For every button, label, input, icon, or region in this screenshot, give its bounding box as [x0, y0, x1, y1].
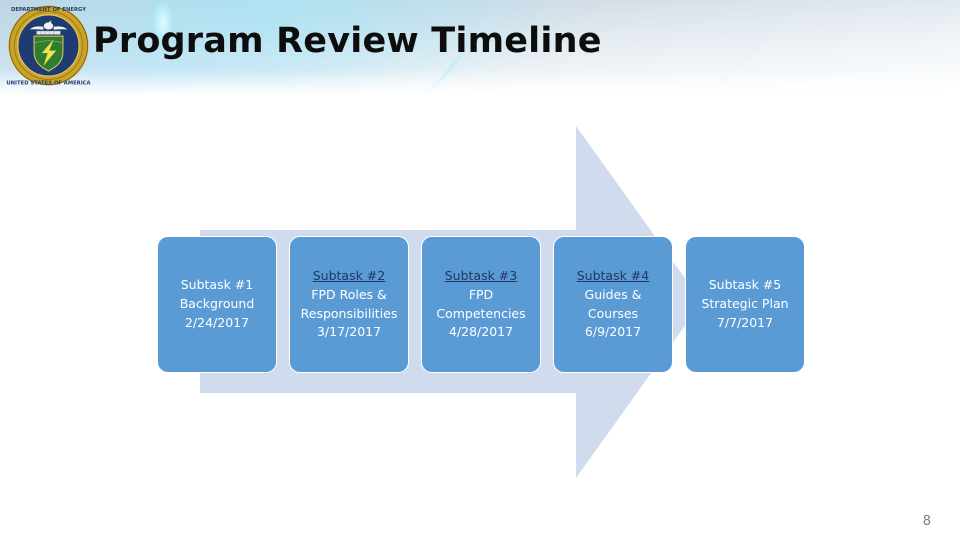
step-2-description-line2: Responsibilities — [300, 305, 398, 321]
step-3-title[interactable]: Subtask #3 — [444, 267, 518, 283]
step-4-description-line1: Guides & — [584, 286, 642, 302]
step-5-description: Strategic Plan — [701, 296, 789, 312]
step-1-description: Background — [179, 296, 255, 312]
timeline-step-4[interactable]: Subtask #4 Guides & Courses 6/9/2017 — [553, 236, 673, 373]
step-3-description-line2: Competencies — [436, 305, 526, 321]
step-2-description-line1: FPD Roles & — [311, 286, 387, 302]
step-2-date: 3/17/2017 — [316, 324, 382, 340]
step-5-date: 7/7/2017 — [716, 314, 774, 330]
svg-text:UNITED STATES OF AMERICA: UNITED STATES OF AMERICA — [6, 81, 91, 87]
timeline-step-2[interactable]: Subtask #2 FPD Roles & Responsibilities … — [289, 236, 409, 373]
step-1-title: Subtask #1 — [180, 277, 254, 293]
step-4-date: 6/9/2017 — [584, 324, 642, 340]
timeline-step-1[interactable]: Subtask #1 Background 2/24/2017 — [157, 236, 277, 373]
step-3-date: 4/28/2017 — [448, 324, 514, 340]
step-4-description-line2: Courses — [587, 305, 639, 321]
step-5-title: Subtask #5 — [708, 277, 782, 293]
page-number: 8 — [922, 514, 931, 529]
header-light-glow — [150, 0, 176, 50]
step-2-title[interactable]: Subtask #2 — [312, 267, 386, 283]
timeline-step-3[interactable]: Subtask #3 FPD Competencies 4/28/2017 — [421, 236, 541, 373]
step-1-date: 2/24/2017 — [184, 314, 250, 330]
step-4-title[interactable]: Subtask #4 — [576, 267, 650, 283]
timeline-step-5[interactable]: Subtask #5 Strategic Plan 7/7/2017 — [685, 236, 805, 373]
header-banner — [0, 0, 960, 96]
page-title: Program Review Timeline — [93, 21, 602, 61]
svg-text:DEPARTMENT OF ENERGY: DEPARTMENT OF ENERGY — [11, 7, 86, 13]
step-3-description-line1: FPD — [468, 286, 494, 302]
header-bottom-fade — [0, 70, 960, 96]
doe-seal-logo: DEPARTMENT OF ENERGY UNITED STATES OF AM… — [6, 3, 92, 88]
